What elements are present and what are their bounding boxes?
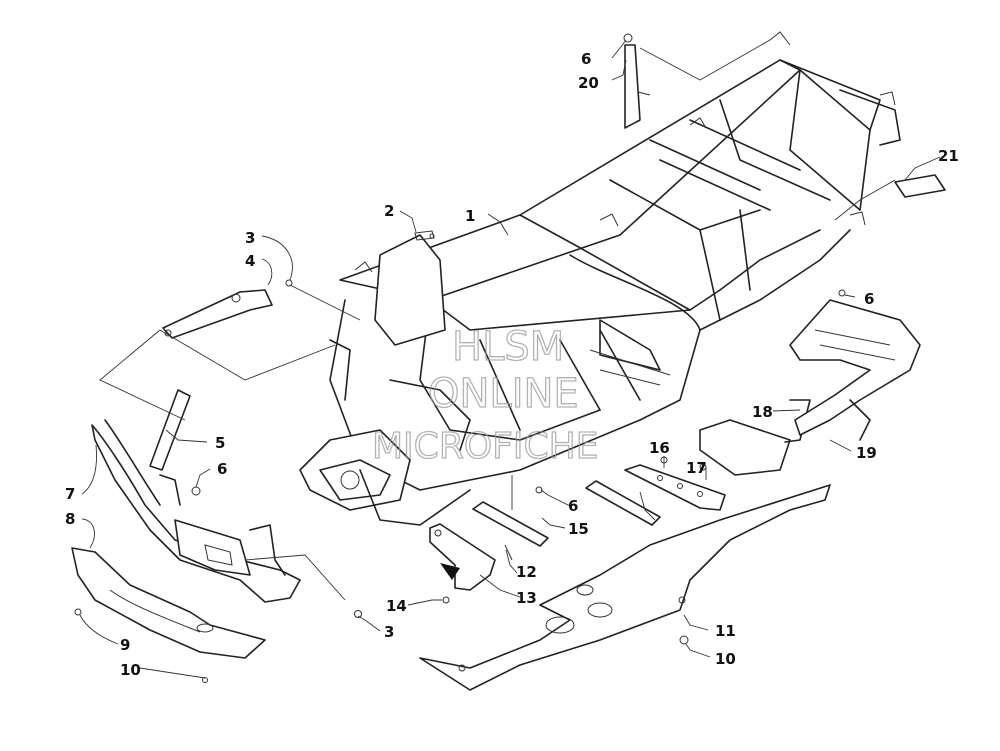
watermark-line-3: MICROFICHE bbox=[372, 426, 598, 467]
part-11-skid-plate bbox=[419, 484, 831, 691]
callout-10-front: 10 bbox=[120, 661, 141, 679]
callout-3-top: 3 bbox=[245, 229, 255, 247]
part-20-strap bbox=[623, 33, 651, 129]
callout-9: 9 bbox=[120, 636, 130, 654]
callout-16: 16 bbox=[649, 439, 670, 457]
callout-1: 1 bbox=[465, 207, 475, 225]
callout-19: 19 bbox=[856, 444, 877, 462]
callout-15: 15 bbox=[568, 520, 589, 538]
callout-6-rear: 6 bbox=[864, 290, 874, 308]
callout-2: 2 bbox=[384, 202, 394, 220]
part-16-bracket bbox=[624, 464, 726, 511]
part-4-bracket bbox=[162, 279, 293, 339]
part-13-bracket bbox=[429, 523, 513, 591]
callout-7: 7 bbox=[65, 485, 75, 503]
callout-4: 4 bbox=[245, 252, 255, 270]
callout-20: 20 bbox=[578, 74, 599, 92]
callout-labels: 1 2 3 4 5 6 6 6 6 7 8 9 10 10 11 12 13 1… bbox=[65, 50, 959, 679]
leader-lines bbox=[79, 39, 941, 679]
main-frame bbox=[299, 31, 901, 526]
part-5-brace bbox=[149, 389, 191, 471]
callout-6-center: 6 bbox=[568, 497, 578, 515]
callout-6-strap: 6 bbox=[581, 50, 591, 68]
callout-21: 21 bbox=[938, 147, 959, 165]
callout-12: 12 bbox=[516, 563, 537, 581]
callout-14: 14 bbox=[386, 597, 407, 615]
watermark-line-1: HLSM bbox=[452, 324, 564, 370]
watermark: HLSM ONLINE MICROFICHE bbox=[371, 323, 599, 467]
part-2-fastener bbox=[414, 230, 435, 241]
part-19-rear-footrest bbox=[789, 299, 921, 441]
callout-13: 13 bbox=[516, 589, 537, 607]
callout-8: 8 bbox=[65, 510, 75, 528]
part-15-cross-bars bbox=[472, 480, 661, 547]
part-21-label bbox=[894, 174, 946, 198]
part-18-mount bbox=[699, 399, 811, 476]
watermark-line-2: ONLINE bbox=[428, 371, 579, 417]
callout-17: 17 bbox=[686, 459, 707, 477]
callout-10-rear: 10 bbox=[715, 650, 736, 668]
callout-3-bottom: 3 bbox=[384, 623, 394, 641]
callout-11: 11 bbox=[715, 622, 736, 640]
part-7-front-bumper bbox=[91, 419, 301, 603]
callout-6-bumper: 6 bbox=[217, 460, 227, 478]
callout-18: 18 bbox=[752, 403, 773, 421]
callout-5: 5 bbox=[215, 434, 225, 452]
part-8-front-skid bbox=[71, 547, 266, 659]
